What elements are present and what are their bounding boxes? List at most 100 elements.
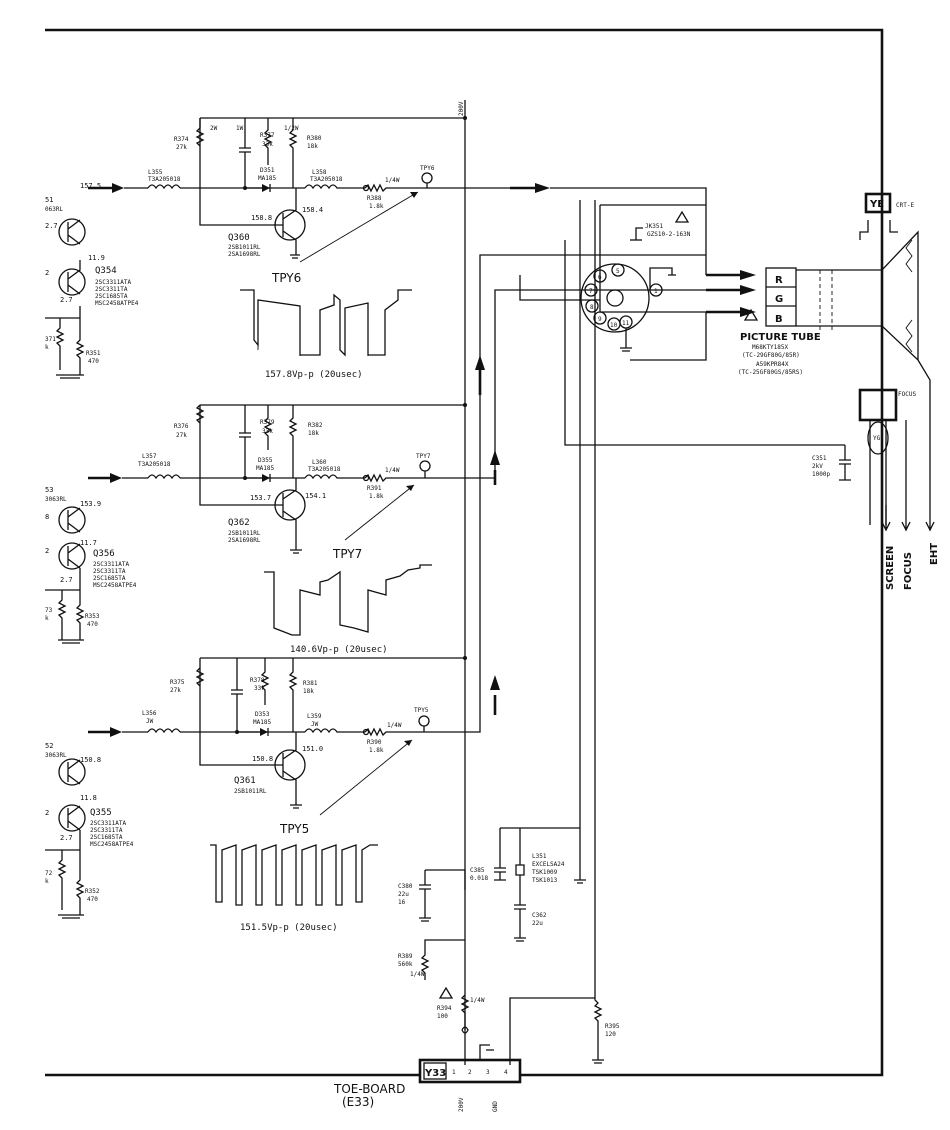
q362-part-2: 2SA1698RL — [228, 537, 261, 544]
focus-pack-label: FOCUS — [898, 391, 916, 398]
r378-id: R378 — [250, 677, 265, 684]
q362-id: Q362 — [228, 518, 250, 528]
board-name: TOE-BOARD — [333, 1082, 405, 1096]
r371-id: 371 — [45, 336, 56, 343]
signal-arrow-bottom — [110, 727, 122, 737]
q360-vb: 158.8 — [251, 214, 272, 222]
signal-arrow-middle — [110, 473, 122, 483]
q362-part-1: 2SB1011RL — [228, 530, 261, 537]
q354-part-2: 2SC3311TA — [95, 286, 128, 293]
r381-value: 18k — [303, 688, 314, 695]
ye-label: CRT-E — [896, 202, 914, 209]
q351-id: 51 — [45, 196, 53, 204]
picture-tube-line-1: M68KTY185X — [752, 344, 789, 351]
y33-pin-3: 3 — [486, 1069, 490, 1076]
tpy6-waveform — [240, 289, 412, 357]
q353-vb: 8 — [45, 513, 49, 521]
y33-pin-label-200v: 200V — [458, 1097, 465, 1112]
socket-pin-10: 10 — [610, 322, 618, 329]
r376-value: 27k — [176, 432, 187, 439]
l356-id: L356 — [142, 710, 157, 717]
q360-transistor: 158.8 158.4 Q360 2SB1011RL 2SA1698RL — [228, 188, 323, 259]
r388-value: 1.8k — [369, 203, 384, 210]
l355-id: L355 — [148, 169, 163, 176]
q362-transistor: 153.7 154.1 Q362 2SB1011RL 2SA1698RL — [228, 478, 326, 554]
q352-id: 52 — [45, 742, 53, 750]
c361-id: C351 — [812, 455, 827, 462]
r351-id: R351 — [86, 350, 101, 357]
channel-bottom: 52 3063RL 150.8 11.8 L356 JW R375 27k R3… — [45, 254, 706, 933]
q354-part-4: MSC2458ATPE4 — [95, 300, 139, 307]
r395-value: 120 — [605, 1031, 616, 1038]
q355-ve: 2.7 — [60, 834, 73, 842]
power-rating-3: 1/2W — [284, 125, 299, 132]
r390-value: 1.8k — [369, 747, 384, 754]
socket-pin-11: 11 — [622, 320, 630, 327]
rgb-connector: R G B — [765, 267, 882, 330]
q352-ve: 11.8 — [80, 794, 97, 802]
c385-value: 0.018 — [470, 875, 488, 882]
supply-section: C380 22u 16 R389 560k 1/4W C385 0.018 L3… — [333, 200, 620, 1112]
socket-pin-5: 5 — [616, 268, 620, 275]
c380-voltage: 16 — [398, 899, 406, 906]
r390-id: R390 — [367, 739, 382, 746]
c385-id: C385 — [470, 867, 485, 874]
rail-200v: 200V — [200, 100, 467, 1065]
d353-part: MA185 — [253, 719, 271, 726]
q353-transistor: 53 3063RL 153.9 8 11.7 — [45, 486, 101, 547]
r388-id: R388 — [367, 195, 382, 202]
q360-part-1: 2SB1011RL — [228, 244, 261, 251]
l355-part: T3A205018 — [148, 176, 181, 183]
y33-id: Y33 — [424, 1068, 446, 1079]
q360-part-2: 2SA1698RL — [228, 251, 261, 258]
jk351: JK351 GZS10-2-163N — [630, 210, 691, 241]
r373-value: k — [45, 615, 49, 622]
y33-pin-1: 1 — [452, 1069, 456, 1076]
q351-transistor: 51 063RL 157.5 2.7 11.9 — [45, 182, 105, 262]
q355-transistor: 2 Q355 2SC3311ATA 2SC3311TA 2SC1685TA MS… — [45, 804, 134, 848]
r391-value: 1.8k — [369, 493, 384, 500]
l351-part-1: EXCELSA24 — [532, 861, 565, 868]
r374-resistor: R374 27k — [174, 127, 205, 151]
q354-part-3: 2SC1685TA — [95, 293, 128, 300]
q354-transistor: 2 Q354 2SC3311ATA 2SC3311TA 2SC1685TA MS… — [45, 260, 139, 307]
l357-id: L357 — [142, 453, 157, 460]
q352-transistor: 52 3063RL 150.8 11.8 — [45, 742, 101, 802]
q355-vb: 2 — [45, 809, 49, 817]
r351-value: 470 — [88, 358, 99, 365]
channel-middle: 53 3063RL 153.9 8 11.7 L357 T3A205018 R3… — [45, 289, 706, 655]
c361-value: 1000p — [812, 471, 830, 478]
socket-pin-1: 1 — [654, 288, 658, 295]
d353-id: D353 — [255, 711, 270, 718]
r382-value: 18k — [308, 430, 319, 437]
r391-power: 1/4W — [385, 467, 400, 474]
tpy7-label: TPY7 — [332, 547, 362, 561]
r375-value: 27k — [170, 687, 181, 694]
r372-value: k — [45, 878, 49, 885]
q362-ve: 154.1 — [305, 492, 326, 500]
tpy5-waveform — [210, 844, 378, 906]
q354-vb: 2 — [45, 269, 49, 277]
ye-id: YE — [869, 199, 884, 210]
q356-transistor: 2 Q356 2SC3311ATA 2SC3311TA 2SC1685TA MS… — [45, 542, 137, 589]
jk351-part: GZS10-2-163N — [647, 231, 691, 238]
tpy5-tag: TPY5 — [414, 707, 429, 714]
socket-pin-8: 8 — [590, 304, 594, 311]
l360-id: L360 — [312, 459, 327, 466]
l351-part-2: TSK1009 — [532, 869, 558, 876]
y33-pin-4: 4 — [504, 1069, 508, 1076]
q353-id: 53 — [45, 486, 53, 494]
r394-id: R394 — [437, 1005, 452, 1012]
q361-transistor: 150.8 151.0 Q361 2SB1011RL — [234, 732, 323, 809]
q354-id: Q354 — [95, 266, 117, 276]
picture-tube-line-3: A59KPR84X — [756, 361, 789, 368]
jk351-id: JK351 — [645, 223, 663, 230]
q362-vb: 153.7 — [250, 494, 271, 502]
tpy5-label: TPY5 — [279, 822, 309, 836]
q355-part-2: 2SC3311TA — [90, 827, 123, 834]
r374-id: R374 — [174, 136, 189, 143]
q352-vc: 150.8 — [80, 756, 101, 764]
socket-pin-6: 6 — [598, 274, 602, 281]
tpy5-caption: 151.5Vp-p (20usec) — [240, 923, 338, 933]
d351-part: MA185 — [258, 175, 276, 182]
